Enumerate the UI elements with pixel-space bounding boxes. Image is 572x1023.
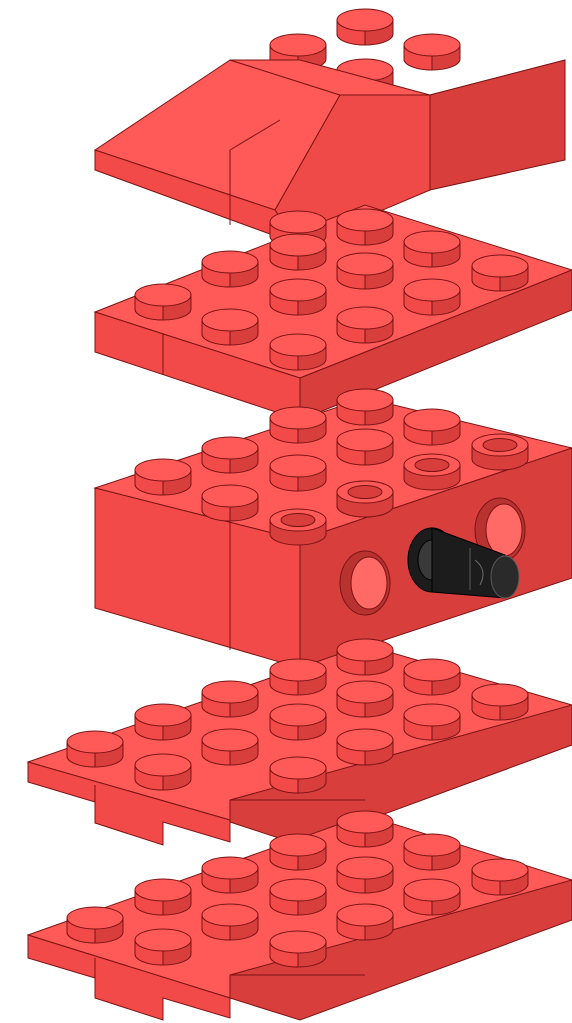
stud (270, 834, 326, 870)
stud (337, 857, 393, 893)
stud (404, 279, 460, 315)
stud (202, 485, 258, 521)
stud (135, 929, 191, 965)
hollow-stud (270, 509, 326, 545)
stud (404, 34, 460, 70)
stud (135, 879, 191, 915)
stud (404, 231, 460, 267)
hollow-stud (472, 434, 528, 470)
stud (472, 859, 528, 895)
plate-layer-4 (28, 639, 572, 845)
stud (337, 209, 393, 245)
technic-hole-icon (340, 551, 390, 615)
stud (337, 307, 393, 343)
stud (404, 659, 460, 695)
stud (202, 729, 258, 765)
stud (337, 253, 393, 289)
stud (135, 459, 191, 495)
hollow-stud (337, 481, 393, 517)
slope-brick-layer (95, 9, 565, 245)
plate-layer-5 (28, 811, 572, 1020)
stud (202, 904, 258, 940)
stud (67, 907, 123, 943)
stud (202, 681, 258, 717)
stud (270, 879, 326, 915)
hollow-stud (404, 454, 460, 490)
stud (135, 754, 191, 790)
stud (202, 309, 258, 345)
stud (270, 279, 326, 315)
stud (337, 904, 393, 940)
stud (337, 811, 393, 847)
stud (270, 407, 326, 443)
stud (337, 9, 393, 45)
plate-layer-2 (95, 205, 572, 420)
stud (337, 729, 393, 765)
stud (337, 429, 393, 465)
stud (472, 684, 528, 720)
stud (404, 834, 460, 870)
stud (202, 857, 258, 893)
stud (67, 731, 123, 767)
stud (135, 704, 191, 740)
stud (202, 251, 258, 287)
stud (404, 704, 460, 740)
stud (202, 437, 258, 473)
stud (270, 334, 326, 370)
stud (270, 931, 326, 967)
stud (472, 255, 528, 291)
stud (404, 879, 460, 915)
stud (135, 284, 191, 320)
stud (337, 681, 393, 717)
stud (270, 704, 326, 740)
stud (337, 639, 393, 675)
stud (270, 659, 326, 695)
stud (270, 757, 326, 793)
stud (404, 409, 460, 445)
stud (270, 455, 326, 491)
slope-right-face (430, 60, 565, 190)
technic-brick-layer (95, 389, 572, 668)
stud (270, 234, 326, 270)
stud (337, 389, 393, 425)
